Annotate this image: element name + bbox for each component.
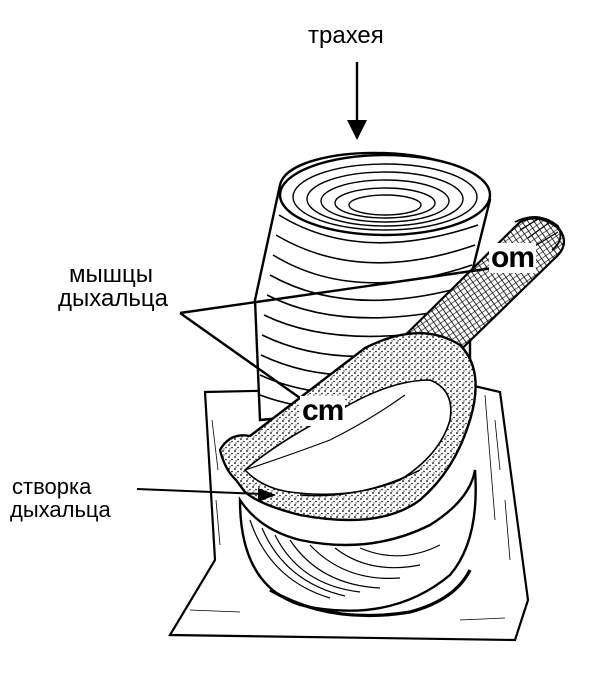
closer-muscle-code: cm bbox=[300, 396, 345, 426]
muscles-label-line1: мышцы bbox=[69, 263, 153, 287]
muscles-label-line2: дыхальца bbox=[58, 287, 168, 311]
valve-label-line1: створка bbox=[12, 476, 91, 498]
opener-muscle-code: om bbox=[489, 243, 536, 273]
trachea-label: трахея bbox=[308, 24, 384, 48]
valve-label-line2: дыхальца bbox=[10, 499, 111, 521]
